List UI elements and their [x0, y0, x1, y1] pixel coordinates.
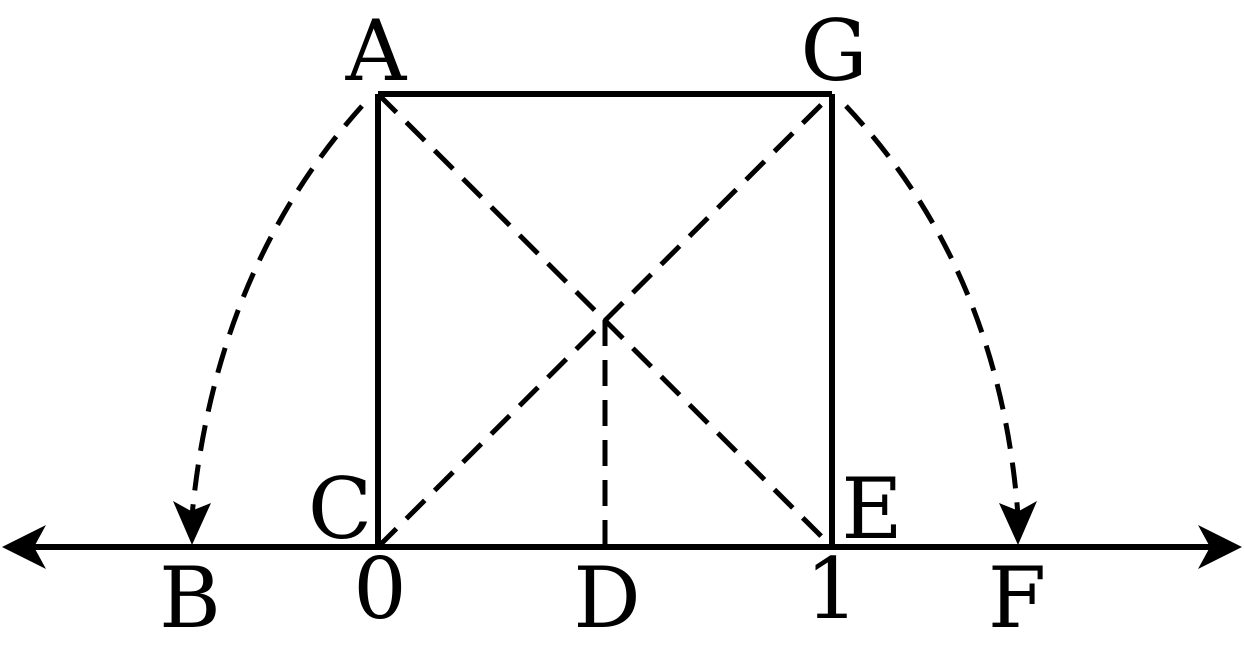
label-c: C — [308, 460, 372, 558]
arc-g-to-f — [844, 104, 1021, 517]
arc-g-to-f-arrowhead — [999, 501, 1037, 545]
label-g: G — [800, 2, 867, 100]
arc-a-to-b — [189, 104, 364, 517]
label-d: D — [573, 549, 640, 647]
label-a: A — [345, 2, 408, 100]
label-e: E — [841, 460, 902, 558]
label-f: F — [988, 549, 1046, 647]
label-b: B — [159, 549, 221, 647]
arc-a-to-b-arrowhead — [173, 501, 211, 545]
label-one: 1 — [805, 540, 858, 638]
number-line-right-arrow — [1198, 525, 1242, 569]
number-line-left-arrow — [2, 525, 46, 569]
label-zero: 0 — [353, 540, 406, 638]
